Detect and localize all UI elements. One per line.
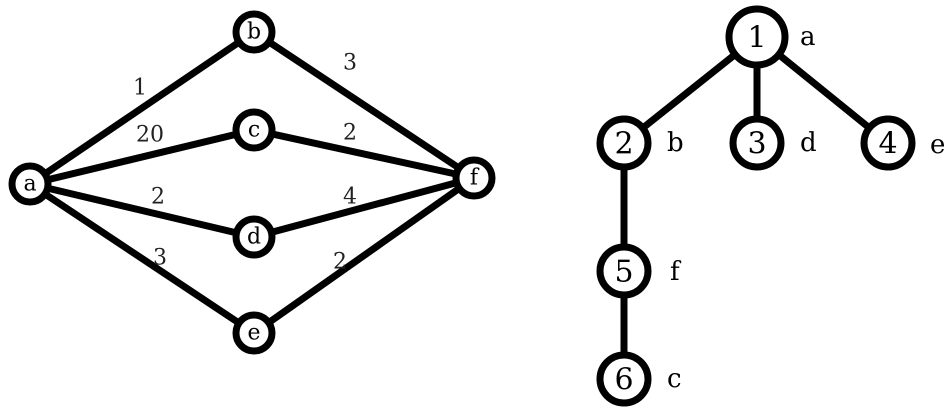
tree-node-circle-1 [725,5,789,69]
graph-node-circle-d [232,215,276,259]
graph-node-b: b [232,10,276,54]
tree-node-circle-2 [596,115,652,171]
graph-nodes: a b c d e f [8,10,496,355]
tree-node-name-2: b [667,128,684,158]
graph-node-a: a [8,162,52,206]
graph-node-label-e: e [247,321,260,346]
tree-node-number-1: 1 [747,21,766,56]
graph-node-circle-c [232,108,276,152]
tree-node-name-3: d [800,128,817,158]
tree-node-name-5: f [670,257,682,287]
graph-edge-e-f [250,174,478,337]
edge-weight-d-f: 4 [343,185,357,210]
tree-node-circle-6 [596,351,652,407]
graph-edge-weights: 1 20 2 3 3 2 4 2 [133,51,357,275]
graph-edge-a-b [26,28,258,188]
tree-node-name-6: c [667,364,682,394]
graph-edge-b-f [250,28,478,182]
tree-node-circle-3 [729,115,785,171]
tree-node-circle-4 [860,115,916,171]
graph-node-c: c [232,108,276,152]
graph-node-f: f [452,156,496,200]
tree-edges [620,33,892,383]
graph-node-label-c: c [248,118,260,143]
edge-weight-b-f: 3 [343,51,357,76]
graph-edge-d-f [250,174,478,241]
graph-node-circle-f [452,156,496,200]
graph-node-label-a: a [23,172,36,197]
graph-node-label-f: f [470,166,480,191]
graph-node-e: e [232,311,276,355]
edge-weight-a-b: 1 [133,76,147,101]
edge-weight-e-f: 2 [333,250,347,275]
graph-edge-a-c [26,126,258,188]
tree-node-number-6: 6 [614,363,633,398]
graph-node-circle-a [8,162,52,206]
graph-node-label-b: b [247,20,261,45]
tree-node-number-2: 2 [614,127,633,162]
edge-weight-c-f: 2 [343,121,357,146]
graph-node-label-d: d [247,225,261,250]
graph-edges [26,28,478,337]
edge-weight-a-c: 20 [136,123,164,148]
tree-node-number-4: 4 [878,127,897,162]
tree-node-number-5: 5 [614,255,633,290]
tree-node-number-3: 3 [747,127,766,162]
tree-node-circle-5 [596,243,652,299]
tree-node-name-4: e [930,130,945,160]
edge-weight-a-e: 3 [153,246,167,271]
graph-edge-a-e [26,180,258,337]
graph-edge-c-f [250,126,478,182]
graph-node-d: d [232,215,276,259]
edge-weight-a-d: 2 [151,185,165,210]
graph-node-circle-e [232,311,276,355]
graph-node-circle-b [232,10,276,54]
tree-node-name-1: a [800,22,816,52]
graph-edge-a-d [26,180,258,241]
